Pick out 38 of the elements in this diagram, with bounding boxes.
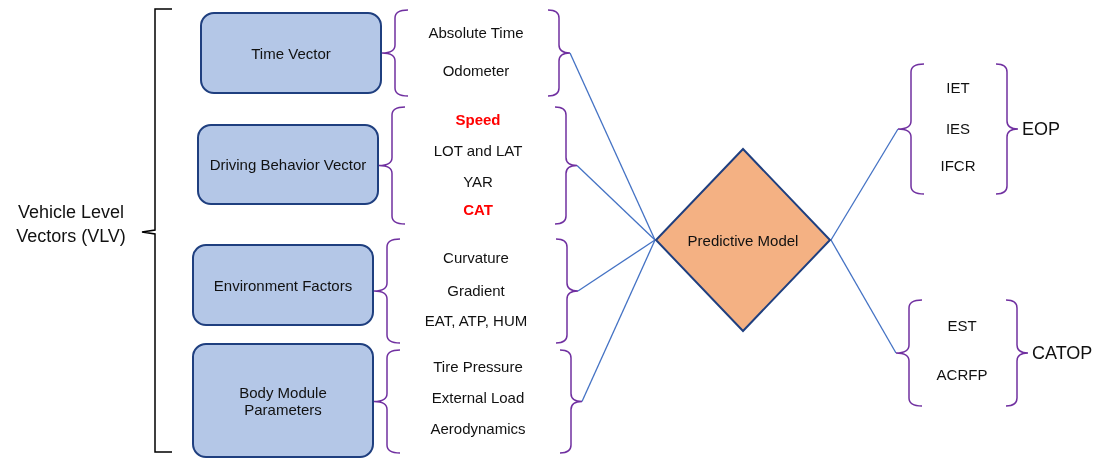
list-item: ACRFP	[935, 365, 989, 383]
connector-line	[581, 239, 656, 403]
process-box: Body Module Parameters	[192, 343, 374, 458]
bracketed-list	[379, 107, 577, 224]
side-label: CATOP	[1032, 342, 1093, 364]
list-item: Gradient	[446, 281, 506, 299]
list-item: LOT and LAT	[432, 141, 524, 159]
process-box: Time Vector	[200, 12, 382, 94]
list-item: YAR	[462, 172, 494, 190]
bracketed-list	[898, 64, 1018, 194]
list-item: Absolute Time	[427, 23, 525, 41]
group-label: Vehicle Level Vectors (VLV)	[15, 201, 127, 248]
bracketed-list	[374, 350, 582, 453]
list-item: EST	[946, 316, 978, 334]
bracketed-list	[896, 300, 1028, 406]
bracketed-list	[374, 239, 578, 343]
list-item: IFCR	[939, 156, 977, 174]
process-box: Driving Behavior Vector	[197, 124, 379, 205]
connector-line	[576, 164, 656, 241]
list-item: Curvature	[442, 248, 510, 266]
connector-line	[577, 239, 656, 292]
connector-line	[830, 128, 899, 241]
list-item: Odometer	[441, 61, 511, 79]
list-item: CAT	[462, 200, 494, 218]
list-item: Aerodynamics	[429, 419, 527, 437]
list-item: EAT, ATP, HUM	[423, 311, 529, 329]
connector-line	[830, 239, 897, 354]
connector-line	[569, 52, 656, 241]
list-item: IET	[945, 78, 971, 96]
list-item: External Load	[430, 388, 526, 406]
side-label: EOP	[1022, 118, 1060, 140]
diamond-label: Predictive Model	[686, 231, 800, 249]
bracketed-list	[382, 10, 570, 96]
list-item: Speed	[454, 110, 502, 128]
list-item: IES	[944, 119, 972, 137]
decision-diamond	[655, 148, 831, 332]
process-box: Environment Factors	[192, 244, 374, 326]
list-item: Tire Pressure	[432, 357, 524, 375]
